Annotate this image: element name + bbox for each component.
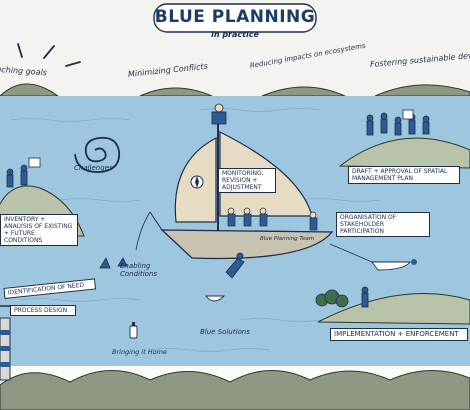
hill-left [0,83,60,97]
page-title: BLUE PLANNING [154,7,316,27]
diver-icon [225,252,245,279]
tree-icon [315,289,349,308]
label-enabling: Enabling Conditions [120,262,158,278]
boat-name: Blue Planning Team [260,236,315,242]
hill-minimizing [139,87,213,97]
box-monitoring: MONITORING, REVISION + ADJUSTMENT [218,168,276,193]
label-blue-solutions: Blue Solutions [200,328,250,336]
bottle-icon [129,322,138,339]
page-subtitle: in practice [211,30,259,39]
diver-icon [205,295,226,302]
label-challenges: Challenges [74,164,113,172]
compass-icon [190,175,204,189]
sun-rays-icon [17,43,81,67]
person-icon [366,109,430,136]
box-draft: DRAFT + APPROVAL OF SPATIAL MANAGEMENT P… [348,166,460,184]
shark-fin-icon [99,257,128,269]
sea-texture [9,108,381,352]
spiral-icon [74,136,121,173]
dinghy-icon [329,243,417,271]
box-process-design: PROCESS DESIGN [10,305,76,316]
person-icon [6,157,41,188]
person-icon [361,286,369,308]
box-inventory: INVENTORY + ANALYSIS OF EXISTING + FUTUR… [0,214,78,246]
label-bringing-home: Bringing it Home [112,348,167,356]
title-banner [153,3,317,33]
fishing-line [135,211,151,251]
hill-reducing [261,86,346,97]
box-organisation: ORGANISATION OF STAKEHOLDER PARTICIPATIO… [336,212,430,237]
box-implementation: IMPLEMENTATION + ENFORCEMENT [330,328,468,341]
foreground-hills [0,370,470,410]
